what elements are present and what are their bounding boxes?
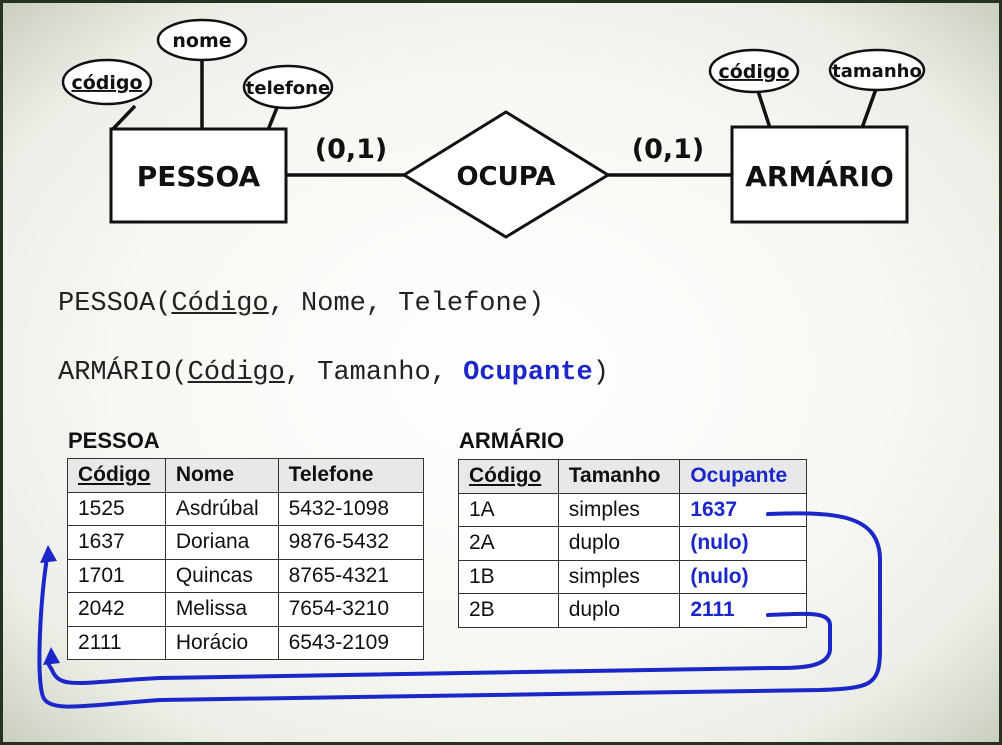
table-armario: Código Tamanho Ocupante 1A simples 1637 …	[458, 459, 807, 628]
table-header-row: Código Tamanho Ocupante	[458, 459, 807, 494]
cell-telefone: 5432-1098	[277, 491, 425, 526]
cell-ocupante: (nulo)	[679, 559, 807, 594]
attr-label-codigo-left: código	[71, 72, 142, 94]
cell-codigo: 1B	[458, 559, 559, 594]
cardinality-right: (0,1)	[632, 134, 705, 165]
cell-nome: Quincas	[164, 558, 279, 593]
relationship-label-ocupa: OCUPA	[456, 162, 555, 192]
col-header-telefone: Telefone	[277, 458, 425, 493]
cell-tamanho: simples	[557, 559, 681, 594]
cell-codigo: 2B	[458, 593, 559, 628]
table-row: 1B simples (nulo)	[458, 559, 807, 594]
entity-pessoa	[109, 127, 288, 224]
schema-paren: )	[527, 289, 545, 319]
cell-nome: Melissa	[164, 592, 279, 627]
cell-ocupante: 2111	[679, 593, 807, 628]
cell-codigo: 2111	[67, 625, 166, 660]
er-diagram: código nome telefone código tamanho PESS…	[61, 18, 926, 239]
schema-primary-key: Código	[187, 358, 285, 388]
table-row: 2A duplo (nulo)	[458, 526, 807, 561]
table-row: 1637 Doriana 9876-5432	[67, 525, 425, 560]
table-title-pessoa: PESSOA	[68, 428, 160, 453]
table-row: 2042 Melissa 7654-3210	[67, 592, 425, 627]
table-header-row: Código Nome Telefone	[67, 458, 425, 493]
schema-paren: (	[171, 358, 188, 388]
schema-line-armario: ARMÁRIO(Código, Tamanho, Ocupante)	[58, 358, 609, 388]
table-row: 2111 Horácio 6543-2109	[67, 625, 425, 660]
arrowhead-1637	[40, 545, 57, 563]
table-row: 1A simples 1637	[458, 492, 807, 527]
table-row: 1525 Asdrúbal 5432-1098	[67, 491, 425, 526]
table-row: 1701 Quincas 8765-4321	[67, 558, 425, 593]
schema-attributes: , Tamanho,	[284, 358, 464, 388]
attr-ellipse-codigo-right	[708, 48, 800, 94]
schema-relation-name: PESSOA	[58, 289, 156, 319]
schema-primary-key: Código	[171, 289, 269, 319]
attr-ellipse-codigo-left	[61, 58, 153, 106]
cell-nome: Horácio	[164, 625, 279, 660]
cardinality-left: (0,1)	[315, 134, 388, 165]
cell-ocupante: 1637	[679, 492, 807, 527]
schema-relation-name: ARMÁRIO	[58, 358, 172, 388]
relationship-ocupa	[401, 110, 611, 239]
attr-label-telefone: telefone	[246, 78, 330, 99]
cell-nome: Asdrúbal	[164, 491, 279, 526]
entity-armario	[730, 125, 909, 224]
attr-label-codigo-right: código	[718, 61, 789, 83]
attr-line-tamanho	[860, 88, 878, 129]
cell-codigo: 2042	[67, 592, 166, 627]
cell-tamanho: duplo	[557, 593, 681, 628]
entity-label-armario: ARMÁRIO	[745, 159, 894, 193]
col-header-ocupante: Ocupante	[679, 459, 807, 494]
cell-codigo: 1701	[67, 558, 166, 593]
attr-ellipse-telefone	[242, 64, 334, 110]
cell-nome: Doriana	[164, 525, 279, 560]
cell-tamanho: duplo	[557, 526, 681, 561]
arrowhead-2111	[43, 647, 60, 665]
col-header-codigo: Código	[67, 458, 166, 493]
cell-codigo: 2A	[458, 526, 559, 561]
schema-attributes: , Nome, Telefone	[268, 289, 528, 319]
cell-telefone: 9876-5432	[277, 525, 425, 560]
entity-label-pessoa: PESSOA	[137, 160, 261, 193]
cell-telefone: 7654-3210	[277, 592, 425, 627]
attr-label-nome: nome	[172, 30, 231, 52]
attr-line-telefone	[266, 104, 280, 131]
cell-telefone: 8765-4321	[277, 558, 425, 593]
attr-ellipse-tamanho	[828, 48, 926, 92]
schema-paren: )	[592, 358, 609, 388]
cell-ocupante: (nulo)	[679, 526, 807, 561]
attr-label-tamanho: tamanho	[832, 61, 922, 82]
schema-line-pessoa: PESSOA(Código, Nome, Telefone)	[58, 289, 544, 319]
attr-line-codigo-right	[756, 90, 772, 129]
schema-foreign-key: Ocupante	[463, 358, 593, 388]
attr-ellipse-nome	[156, 18, 248, 62]
cell-codigo: 1637	[67, 525, 166, 560]
col-header-tamanho: Tamanho	[557, 459, 681, 494]
cell-codigo: 1A	[458, 492, 559, 527]
col-header-nome: Nome	[164, 458, 279, 493]
table-pessoa: Código Nome Telefone 1525 Asdrúbal 5432-…	[67, 458, 425, 660]
schema-paren: (	[155, 289, 172, 319]
table-row: 2B duplo 2111	[458, 593, 807, 628]
cell-codigo: 1525	[67, 491, 166, 526]
attr-line-codigo-left	[110, 104, 137, 132]
table-title-armario: ARMÁRIO	[459, 428, 565, 453]
col-header-codigo: Código	[458, 459, 559, 494]
cell-telefone: 6543-2109	[277, 625, 425, 660]
cell-tamanho: simples	[557, 492, 681, 527]
